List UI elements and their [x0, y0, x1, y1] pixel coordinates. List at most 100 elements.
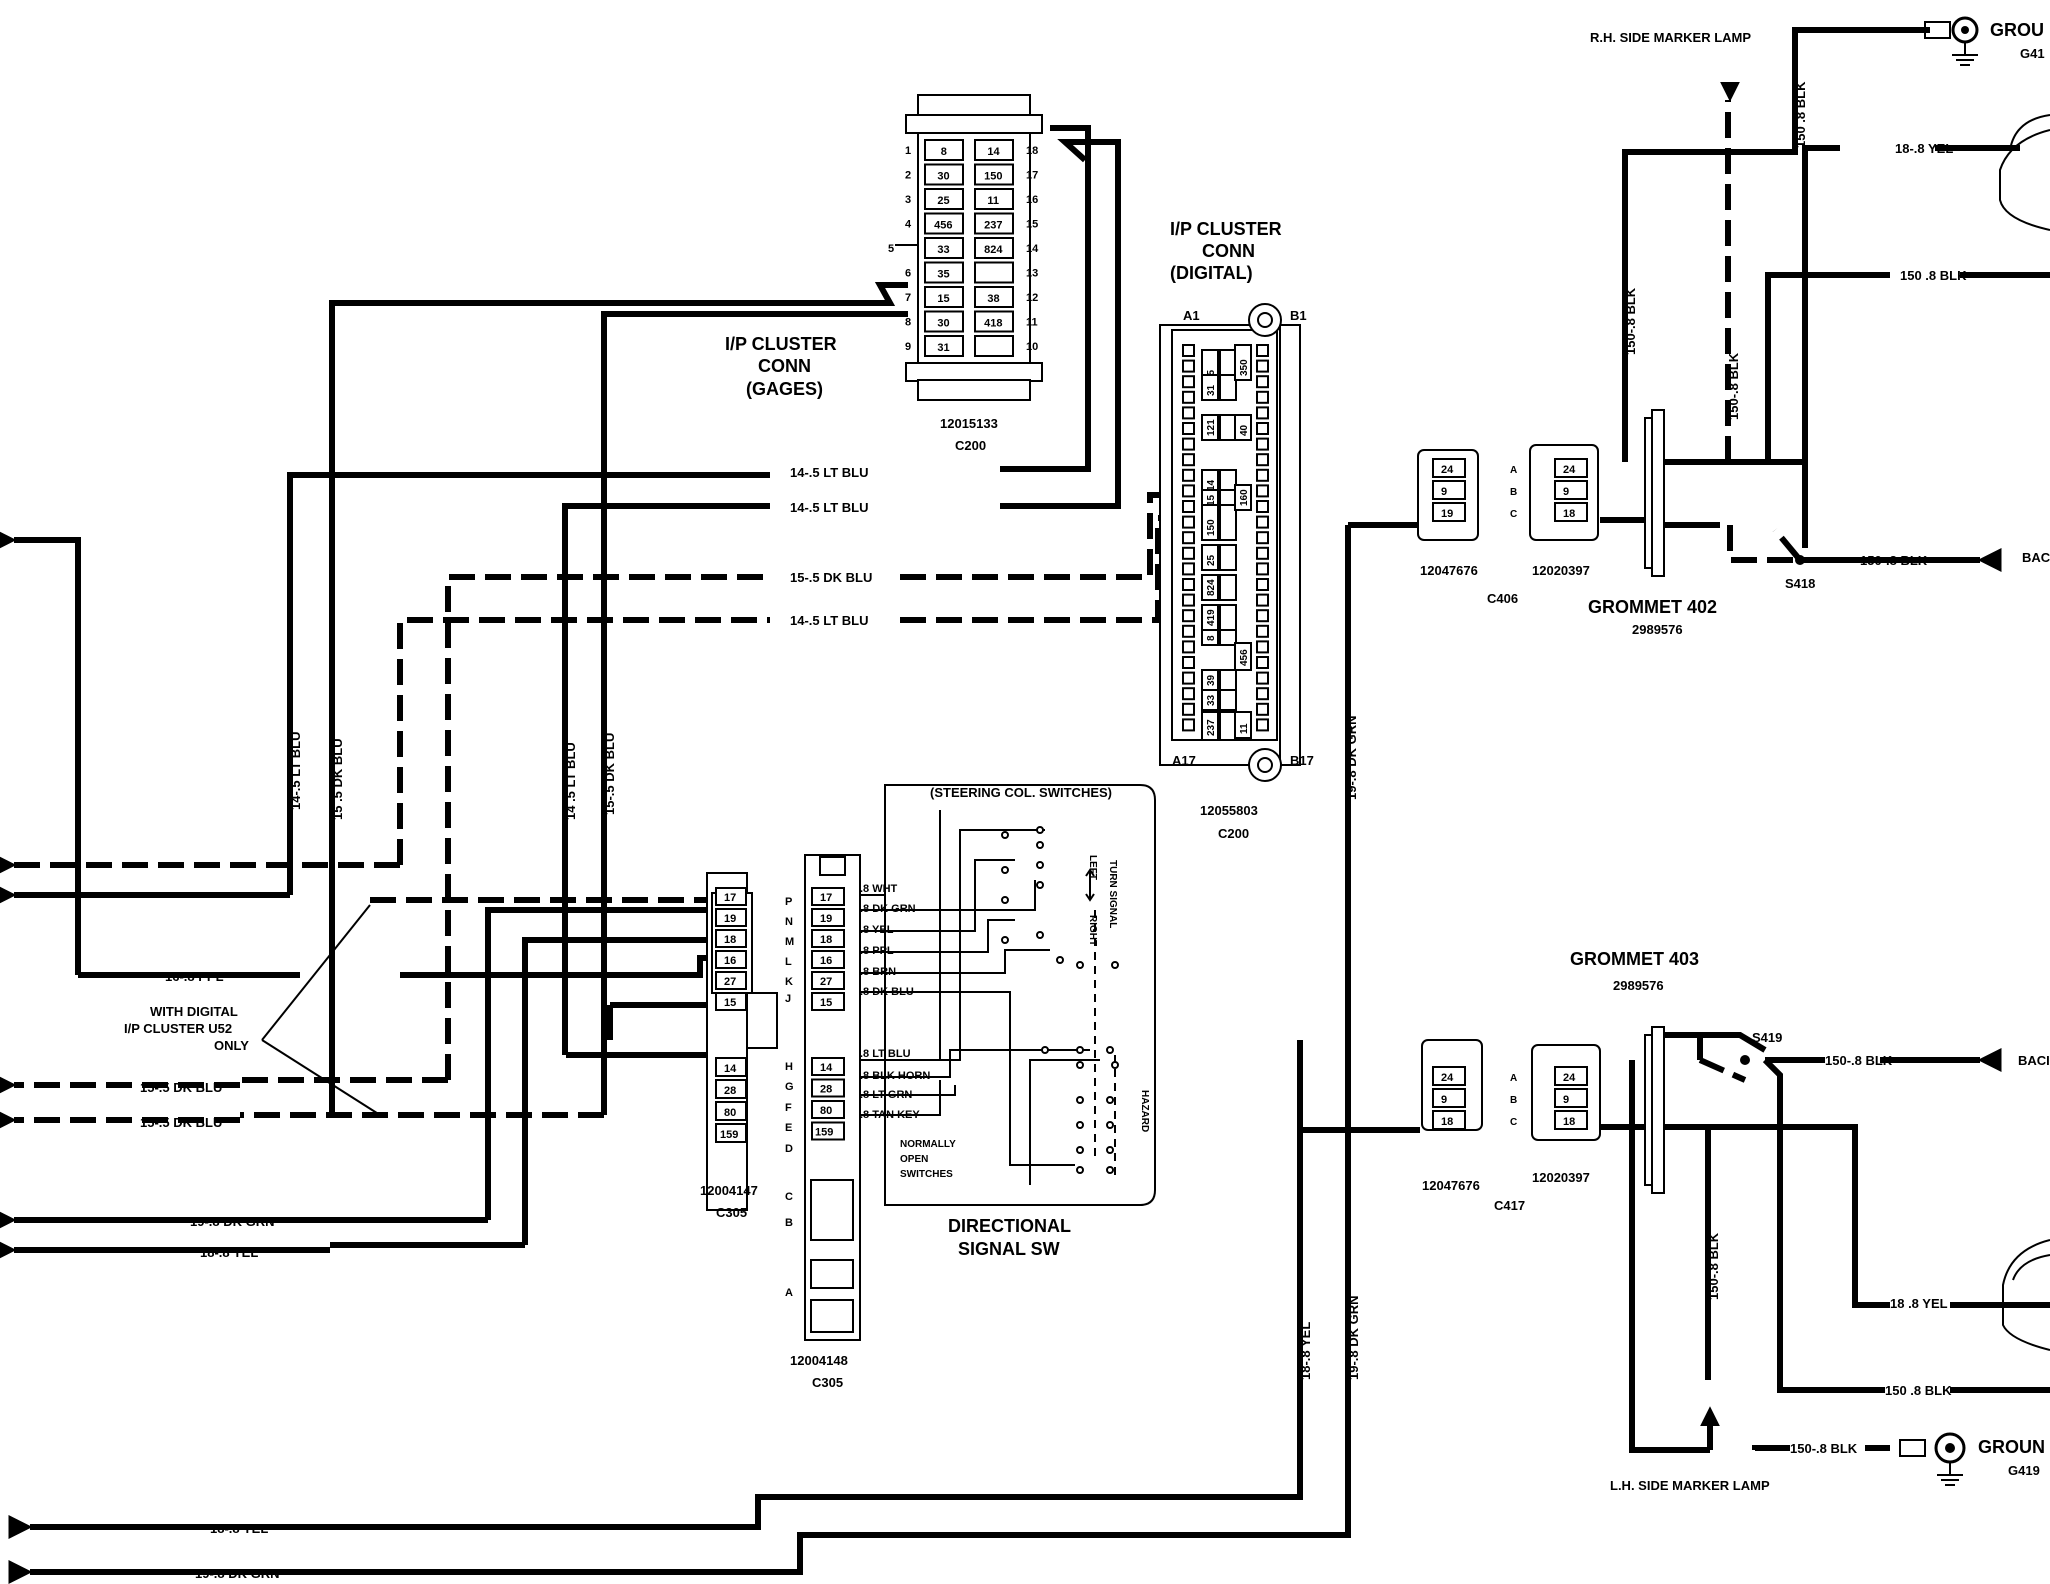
c305b-pin: P	[785, 896, 792, 908]
c305b-pin: M	[785, 936, 794, 948]
digital-cavity: 8	[1206, 635, 1217, 641]
wire-label-vertical: 150 .8 BLK	[1793, 81, 1808, 148]
wire-label: 18-.8 YEL	[200, 1245, 258, 1260]
c305b-cavity: 17	[820, 892, 832, 904]
digital-cavity: 456	[1239, 649, 1250, 666]
digital-title: CONN	[1202, 241, 1255, 261]
gages-pin: 17	[1026, 170, 1038, 182]
c305b-pin: K	[785, 976, 793, 988]
switch-wire-label: .8 BLK HORN	[860, 1070, 930, 1082]
lamp-partials	[1999, 114, 2050, 1351]
splice-s419: S419	[1752, 1030, 1782, 1045]
gages-pin: 2	[905, 170, 911, 182]
grommet-402-part: 2989576	[1632, 622, 1683, 637]
c417-pin: B	[1510, 1095, 1517, 1106]
wire-label: 18-.8 YEL	[210, 1521, 268, 1536]
c406-cavity: 24	[1441, 464, 1454, 476]
c406-left-part: 12047676	[1420, 563, 1478, 578]
c305a-cavity: 19	[724, 913, 736, 925]
wire-label: 18 .8 YEL	[1890, 1296, 1948, 1311]
switch-wire-label: .8 BRN	[860, 966, 896, 978]
c305a-cavity: 28	[724, 1085, 736, 1097]
gages-pin: 12	[1026, 292, 1038, 304]
right-label: RIGHT	[1087, 915, 1098, 946]
splice-s419-dot	[1740, 1055, 1750, 1065]
c305b-pin: E	[785, 1122, 792, 1134]
right-side-wires	[1600, 27, 2050, 1453]
c305b-pin: H	[785, 1061, 793, 1073]
c417-cavity: 9	[1441, 1094, 1447, 1106]
c305a-cavity: 15	[724, 997, 736, 1009]
digital-cavity: 11	[1239, 723, 1250, 734]
gages-cavity: 237	[984, 220, 1002, 232]
digital-cavity: 33	[1206, 694, 1217, 706]
digital-title: (DIGITAL)	[1170, 263, 1253, 283]
gages-pin: 7	[905, 292, 911, 304]
ground-top-label: GROU	[1990, 20, 2044, 40]
wire-label: 150 .8 BLK	[1885, 1383, 1952, 1398]
grommet-402: GROMMET 402 2989576	[1588, 409, 1717, 637]
c305b-cavity: 15	[820, 997, 832, 1009]
wire-label-end: BACI	[2018, 1053, 2050, 1068]
grommet-403: GROMMET 403 2989576	[1570, 949, 1699, 1194]
c305b-ref: C305	[812, 1375, 843, 1390]
corner-b1: B1	[1290, 308, 1307, 323]
gages-title: (GAGES)	[746, 379, 823, 399]
c305a-cavity: 80	[724, 1107, 736, 1119]
c417-cavity: 24	[1563, 1072, 1576, 1084]
gages-pin: 9	[905, 341, 911, 353]
wire-label-vertical: 15 .5 DK BLU	[330, 738, 345, 820]
c305b-part-number: 12004148	[790, 1353, 848, 1368]
left-label: LEFT	[1087, 855, 1098, 880]
wire-label: 14-.5 LT BLU	[790, 613, 869, 628]
gages-pin: 8	[905, 317, 911, 329]
corner-a1: A1	[1183, 308, 1200, 323]
gages-pin: 15	[1026, 219, 1038, 231]
digital-cavity: 31	[1206, 384, 1217, 396]
gages-pin: 6	[905, 268, 911, 280]
gages-cavity: 25	[937, 195, 949, 207]
grommet-403-title: GROMMET 403	[1570, 949, 1699, 969]
c305b-cavity: 19	[820, 913, 832, 925]
digital-cavity: 824	[1206, 579, 1217, 596]
directional-signal-switch: (STEERING COL. SWITCHES) DIRECTIONAL SIG…	[860, 784, 1156, 1259]
note-line: I/P CLUSTER U52	[124, 1021, 232, 1036]
c305b-pin: B	[785, 1217, 793, 1229]
gages-cavity: 30	[937, 171, 949, 183]
gages-cavity: 35	[937, 269, 949, 281]
switch-wire-label: .8 DK BLU	[860, 986, 914, 998]
directional-title: SIGNAL SW	[958, 1239, 1060, 1259]
ground-bottom-ref: G419	[2008, 1463, 2040, 1478]
splices: S418 S419	[1740, 555, 1815, 1065]
steering-header: (STEERING COL. SWITCHES)	[930, 785, 1112, 800]
wire-label-vertical: 18-.8 YEL	[1298, 1322, 1313, 1380]
gages-cavity: 824	[984, 244, 1003, 256]
splice-s418-dot	[1795, 555, 1805, 565]
wire-label-vertical: 150-.8 BLK	[1623, 287, 1638, 355]
c406-pin: C	[1510, 509, 1517, 520]
wire-label: 14-.5 LT BLU	[790, 465, 869, 480]
wire-label-vertical: 14 .5 LT BLU	[563, 742, 578, 820]
c305b-cavity: 80	[820, 1105, 832, 1117]
gages-cavity: 456	[934, 220, 952, 232]
lh-lamp-label: L.H. SIDE MARKER LAMP	[1610, 1478, 1770, 1493]
c417-right-part: 12020397	[1532, 1170, 1590, 1185]
c305b-pin: C	[785, 1191, 793, 1203]
vertical-wire-labels: 14-.5 LT BLU 15 .5 DK BLU 14 .5 LT BLU 1…	[288, 715, 1361, 1380]
digital-connector: 3531121141515025824419839332373504016045…	[1159, 219, 1314, 841]
digital-title: I/P CLUSTER	[1170, 219, 1282, 239]
switch-wire-label: .8 TAN KEY	[860, 1109, 920, 1121]
corner-b17: B17	[1290, 753, 1314, 768]
c305b-pin: N	[785, 916, 793, 928]
gages-cavity: 31	[937, 342, 949, 354]
gages-pin: 16	[1026, 194, 1038, 206]
hazard-label: HAZARD	[1139, 1090, 1150, 1132]
gages-pin: 18	[1026, 145, 1038, 157]
digital-cavity: 40	[1239, 424, 1250, 436]
wire-label-vertical: 150-.8 BLK	[1706, 1232, 1721, 1300]
digital-cavity: 121	[1206, 419, 1217, 436]
wire-label: 150 .8 BLK	[1900, 268, 1967, 283]
gages-cavity: 30	[937, 318, 949, 330]
